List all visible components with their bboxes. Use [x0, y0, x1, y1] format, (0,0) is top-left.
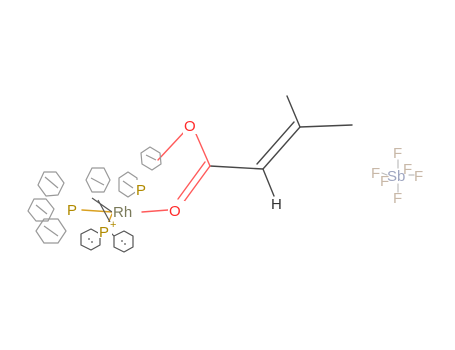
ring-dot-3: [121, 240, 123, 242]
phosphorus-bottom-label: P: [99, 224, 109, 241]
phenyl-rings: [27, 146, 162, 253]
phosphorus-top-label: P: [136, 182, 146, 199]
phenyl-ring-top-middle: [85, 167, 111, 193]
phenyl-top-p-inner: [145, 154, 157, 161]
rhodium-label: Rh: [113, 204, 132, 221]
alkene-double-bond-b: [256, 121, 295, 165]
ring-dot-2: [91, 241, 93, 243]
rh-aryl-bond: [91, 197, 113, 213]
carbonyl-c-o-double-a: [182, 165, 211, 204]
phenyl-ring-left-middle: [27, 198, 55, 222]
cyclohexyl-ring-right: [113, 230, 134, 253]
phenyl-rh-right-inner: [122, 180, 134, 189]
alkene-double-bond-a: [262, 126, 301, 170]
phenyl-top-middle-inner: [90, 177, 105, 186]
fluorine-label-bottom: F: [393, 190, 402, 207]
carbonyl-c-o-top-bond: [195, 133, 211, 167]
alkene-ch-bond: [262, 168, 275, 197]
ring-dot-1: [88, 238, 90, 240]
rh-p-left-bond: [81, 209, 113, 213]
carboxylate-ligand: [157, 95, 353, 204]
phenyl-ring-upper-left: [37, 171, 65, 197]
fluorine-label-lower-left: F: [380, 173, 389, 190]
hexafluoroantimonate-bonds: [381, 159, 415, 193]
carbonyl-c-o-double-b: [177, 161, 206, 200]
cyclohexyl-ring-left: [80, 228, 101, 251]
phenyl-ring-rh-right: [118, 171, 138, 198]
ring-dot-4: [124, 243, 126, 245]
antimony-label: Sb: [387, 168, 405, 185]
rh-aryl-bond-2: [97, 199, 111, 223]
fluorine-label-top-right: F: [403, 161, 412, 178]
phosphorus-charge-label: +: [110, 219, 116, 231]
phenyl-ring-lower-left: [35, 218, 67, 244]
phosphorus-left-label: P: [67, 202, 77, 219]
carbonyl-c-alkene-bond: [209, 165, 264, 170]
rhodium-bonds: [81, 197, 169, 229]
methyl-bond-1: [286, 95, 301, 128]
hydrogen-label: H: [271, 196, 282, 213]
oxygen-bottom-label: O: [169, 203, 181, 220]
sb-f-left: [381, 172, 388, 176]
oxygen-top-label: O: [184, 118, 196, 135]
methyl-bond-2: [299, 124, 353, 128]
phenyl-upper-left-inner: [44, 176, 59, 189]
fluorine-label-left: F: [371, 165, 380, 182]
o-top-p-bond: [157, 129, 187, 161]
fluorine-label-right: F: [414, 168, 423, 185]
rh-o-bond: [141, 209, 169, 213]
phenyl-ring-top-p: [140, 146, 162, 171]
atom-labels: O O P P P + Rh H Sb F F F F F F: [66, 117, 423, 241]
fluorine-label-top: F: [393, 145, 402, 162]
phenyl-lower-left-inner: [43, 225, 59, 237]
phenyl-left-middle-inner: [35, 204, 48, 215]
